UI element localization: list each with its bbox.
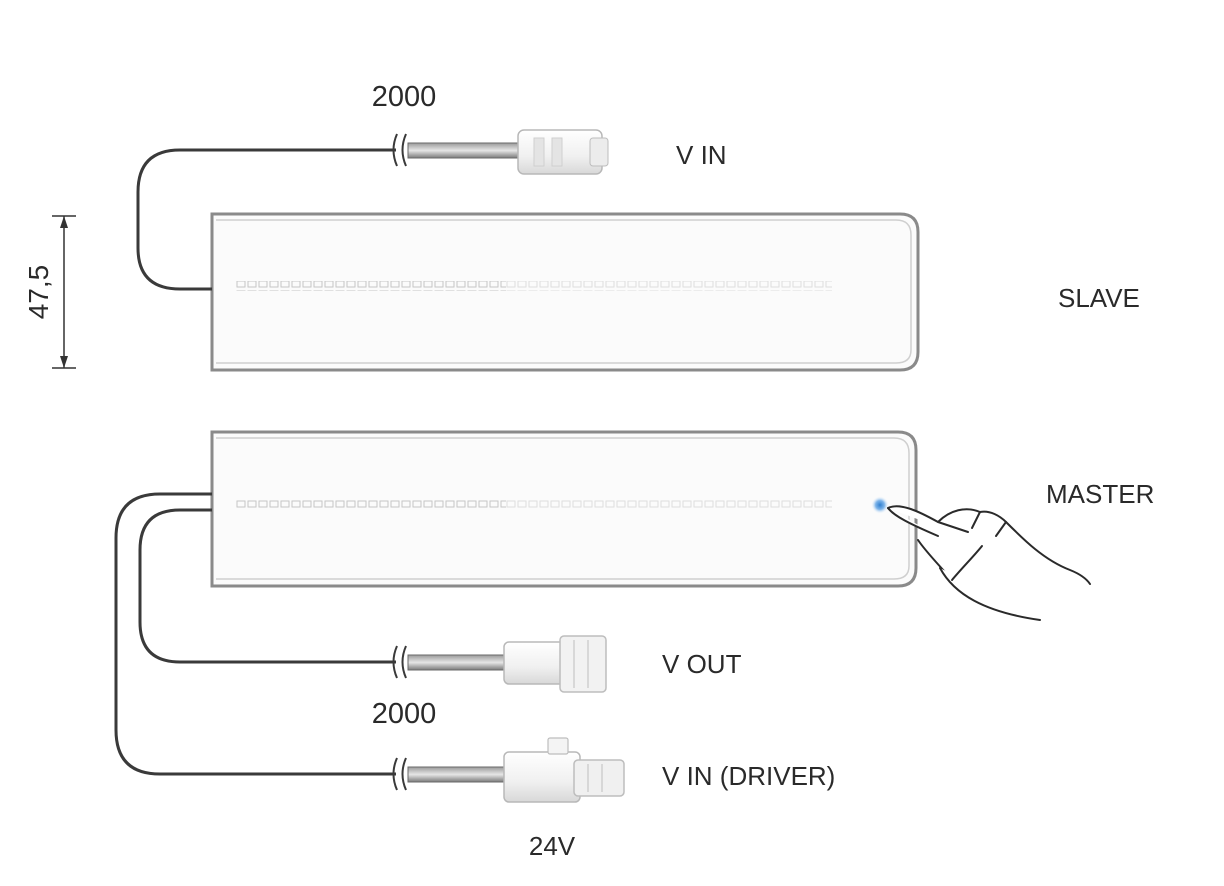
- v-out-cable-break: [392, 645, 407, 679]
- v-in-driver-connector-icon: [503, 737, 625, 803]
- height-dimension-label: 47,5: [23, 265, 54, 320]
- slave-cable-break: [392, 133, 407, 167]
- master-led-strip-faint: [506, 499, 832, 509]
- v-out-cable-sleeve: [407, 654, 507, 671]
- slave-panel-frame: [210, 212, 920, 372]
- slave-cable-sleeve: [407, 142, 521, 159]
- dimension-arrow-down: [60, 356, 68, 368]
- master-driver-cable: [114, 492, 396, 776]
- v-in-driver-label: V IN (DRIVER): [662, 761, 835, 791]
- driver-cable-sleeve: [407, 766, 507, 783]
- slave-led-strip: [236, 281, 506, 291]
- driver-cable-break: [392, 757, 407, 791]
- v-out-label: V OUT: [662, 649, 742, 679]
- master-output-cable: [138, 508, 396, 664]
- master-panel: [210, 430, 918, 588]
- touch-sensor[interactable]: [871, 496, 889, 514]
- slave-label: SLAVE: [1058, 283, 1140, 313]
- master-led-strip: [236, 499, 506, 509]
- slave-input-cable: [136, 148, 396, 291]
- bottom-cable-length-label: 2000: [372, 698, 437, 730]
- master-label: MASTER: [1046, 479, 1154, 509]
- slave-led-strip-faint: [506, 281, 832, 291]
- v-out-connector-icon: [503, 635, 607, 693]
- v-in-connector-icon: [517, 129, 609, 175]
- top-cable-length-label: 2000: [372, 81, 437, 113]
- slave-panel-inner-edge: [216, 219, 912, 364]
- dimension-arrow-up: [60, 216, 68, 228]
- height-dimension: 47,5: [23, 215, 76, 369]
- voltage-label: 24V: [529, 831, 576, 861]
- slave-panel: [210, 212, 920, 372]
- hand-pointing-icon: [887, 505, 1091, 621]
- v-in-label: V IN: [676, 140, 727, 170]
